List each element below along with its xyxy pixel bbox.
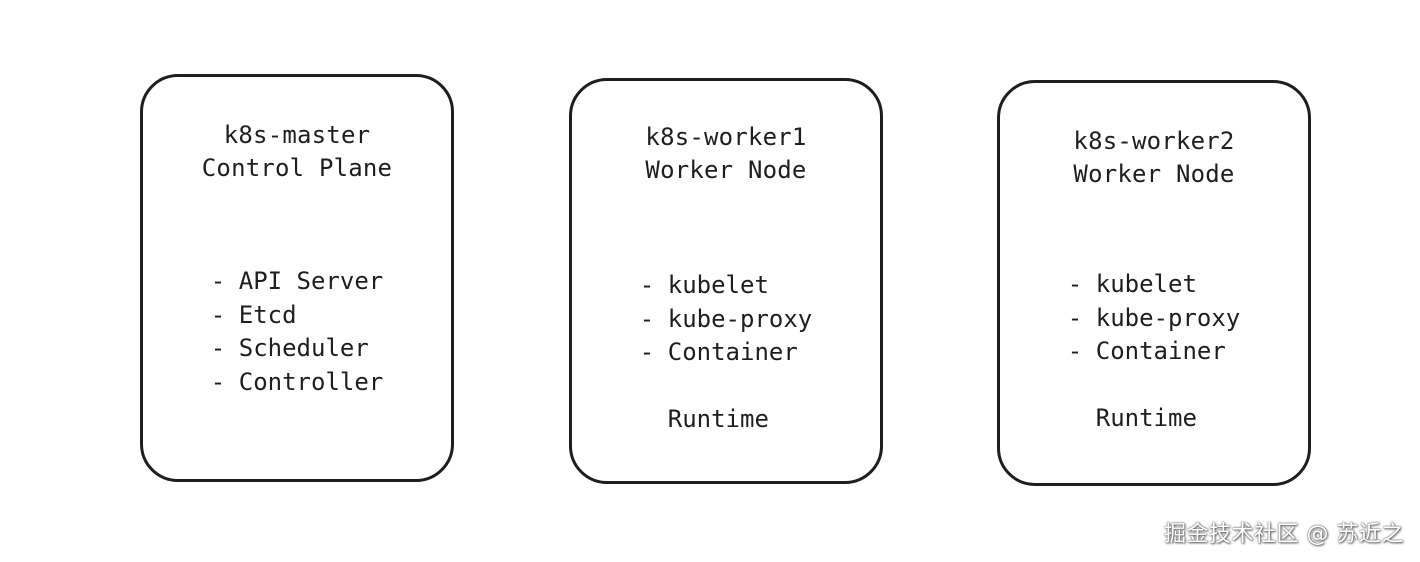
list-item: -Container xyxy=(1067,337,1226,365)
worker2-component-list: -kubelet -kube-proxy -Container Runtime xyxy=(1000,268,1308,435)
worker1-node-box: k8s-worker1 Worker Node -kubelet -kube-p… xyxy=(569,78,883,484)
master-node-box: k8s-master Control Plane -API Server -Et… xyxy=(140,74,454,482)
list-item: -kube-proxy xyxy=(1067,303,1241,332)
worker2-node-name: k8s-worker2 xyxy=(1073,127,1235,155)
worker2-node-box: k8s-worker2 Worker Node -kubelet -kube-p… xyxy=(997,80,1311,486)
list-item: -kubelet xyxy=(1067,270,1197,298)
list-item: -Controller xyxy=(210,367,384,396)
worker1-node-role: Worker Node xyxy=(645,156,807,184)
master-node-title: k8s-master Control Plane xyxy=(143,119,451,185)
worker1-node-name: k8s-worker1 xyxy=(645,123,807,151)
worker1-component-list: -kubelet -kube-proxy -Container Runtime xyxy=(572,269,880,436)
watermark-text: 掘金技术社区 @ 苏近之 xyxy=(1164,522,1404,547)
worker1-node-title: k8s-worker1 Worker Node xyxy=(572,121,880,187)
list-item: -kubelet xyxy=(639,271,769,299)
master-node-role: Control Plane xyxy=(201,154,393,182)
list-item: -Scheduler xyxy=(210,334,369,362)
list-item: -API Server xyxy=(210,267,384,295)
list-item: -Container xyxy=(639,338,798,366)
worker2-node-title: k8s-worker2 Worker Node xyxy=(1000,125,1308,191)
list-item-continuation: Runtime xyxy=(1095,403,1197,432)
list-item-continuation: Runtime xyxy=(667,404,769,433)
list-item: -kube-proxy xyxy=(639,304,813,333)
worker2-node-role: Worker Node xyxy=(1073,160,1235,188)
master-component-list: -API Server -Etcd -Scheduler -Controller xyxy=(143,265,451,399)
master-node-name: k8s-master xyxy=(223,121,371,149)
list-item: -Etcd xyxy=(210,300,297,329)
